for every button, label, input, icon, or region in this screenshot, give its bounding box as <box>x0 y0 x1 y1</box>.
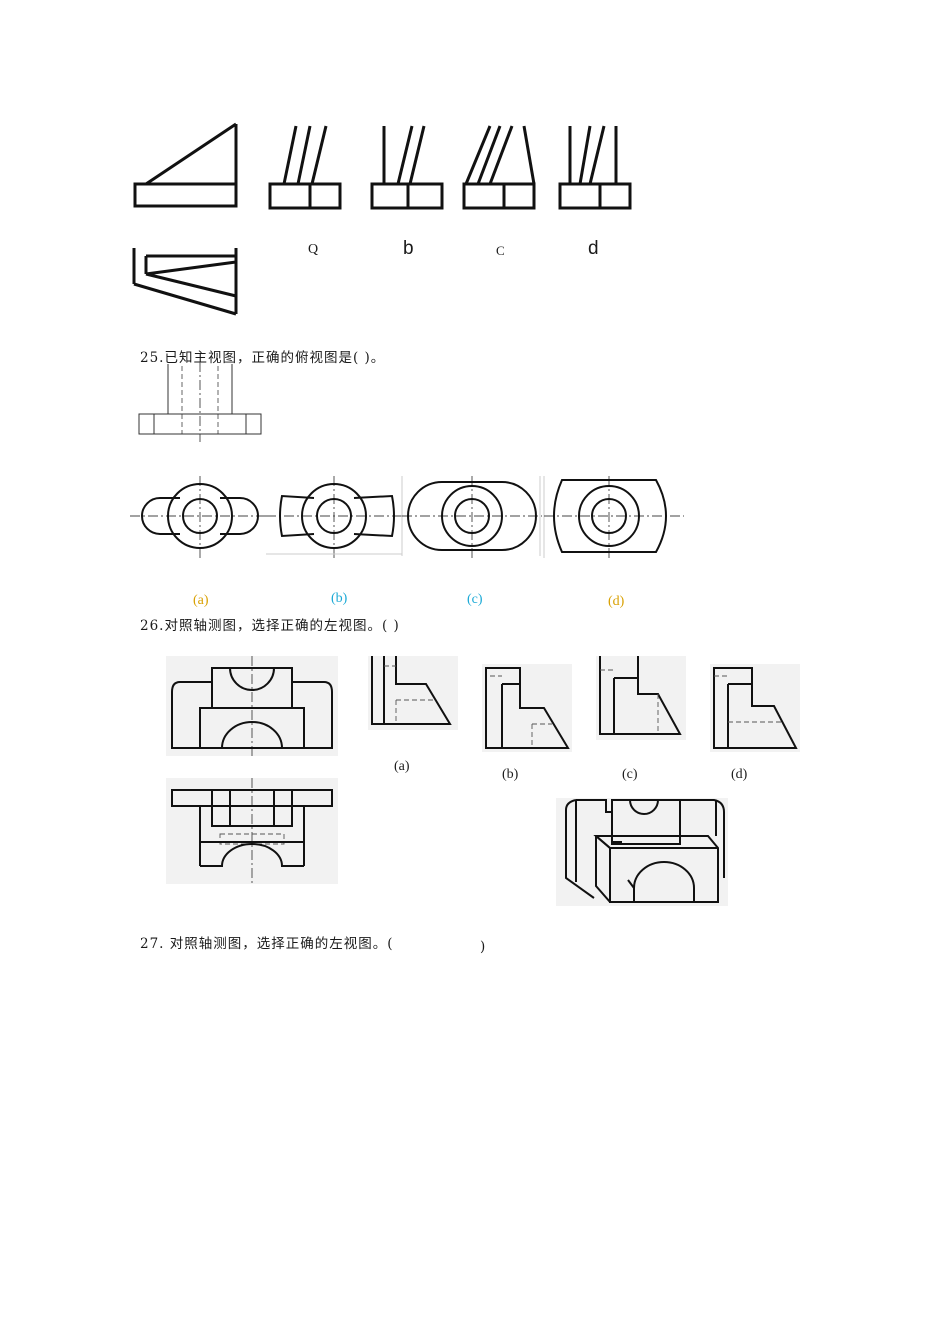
q24-given-side-view <box>132 248 238 316</box>
q27-question-text: 27. 对照轴测图，选择正确的左视图。( <box>140 936 394 952</box>
q26-option-b-label[interactable]: (b) <box>502 767 519 782</box>
q26-option-a-label[interactable]: (a) <box>394 759 410 774</box>
q25-option-c-drawing <box>401 476 542 558</box>
q26-question-text: 26.对照轴测图，选择正确的左视图。( ) <box>140 618 400 634</box>
q25-option-a-label[interactable]: (a) <box>193 593 209 608</box>
q25-option-c-label[interactable]: (c) <box>467 592 483 607</box>
q24-option-d-label[interactable]: d <box>588 238 599 259</box>
q25-option-a-drawing <box>130 476 266 558</box>
q24-option-q-label[interactable]: Q <box>308 242 319 257</box>
q25-question-text: 25.已知主视图，正确的俯视图是( )。 <box>140 350 386 366</box>
q24-option-d-drawing <box>558 125 632 210</box>
q26-option-a-drawing <box>368 656 458 730</box>
q26-isometric-view <box>556 798 728 906</box>
q26-option-c-label[interactable]: (c) <box>622 767 638 782</box>
q25-option-b-label[interactable]: (b) <box>331 591 348 606</box>
q24-option-c-drawing <box>462 125 536 210</box>
q25-option-d-drawing <box>543 476 684 560</box>
q25-option-b-drawing <box>266 476 402 558</box>
q24-option-c-label[interactable]: C <box>496 243 505 258</box>
q24-option-q-drawing <box>268 125 342 210</box>
q24-option-b-label[interactable]: b <box>403 238 414 259</box>
q26-option-b-drawing <box>482 664 572 752</box>
q26-option-c-drawing <box>596 656 686 740</box>
q24-option-b-drawing <box>370 125 444 210</box>
q27-answer-paren-close: ) <box>480 939 487 955</box>
q26-option-d-drawing <box>710 664 800 752</box>
q26-option-d-label[interactable]: (d) <box>731 767 748 782</box>
q26-given-top-view <box>166 778 338 884</box>
q25-given-front-view <box>138 362 262 442</box>
q25-option-d-label[interactable]: (d) <box>608 594 625 609</box>
q24-given-front-view <box>133 122 238 208</box>
q26-given-front-view <box>166 656 338 756</box>
